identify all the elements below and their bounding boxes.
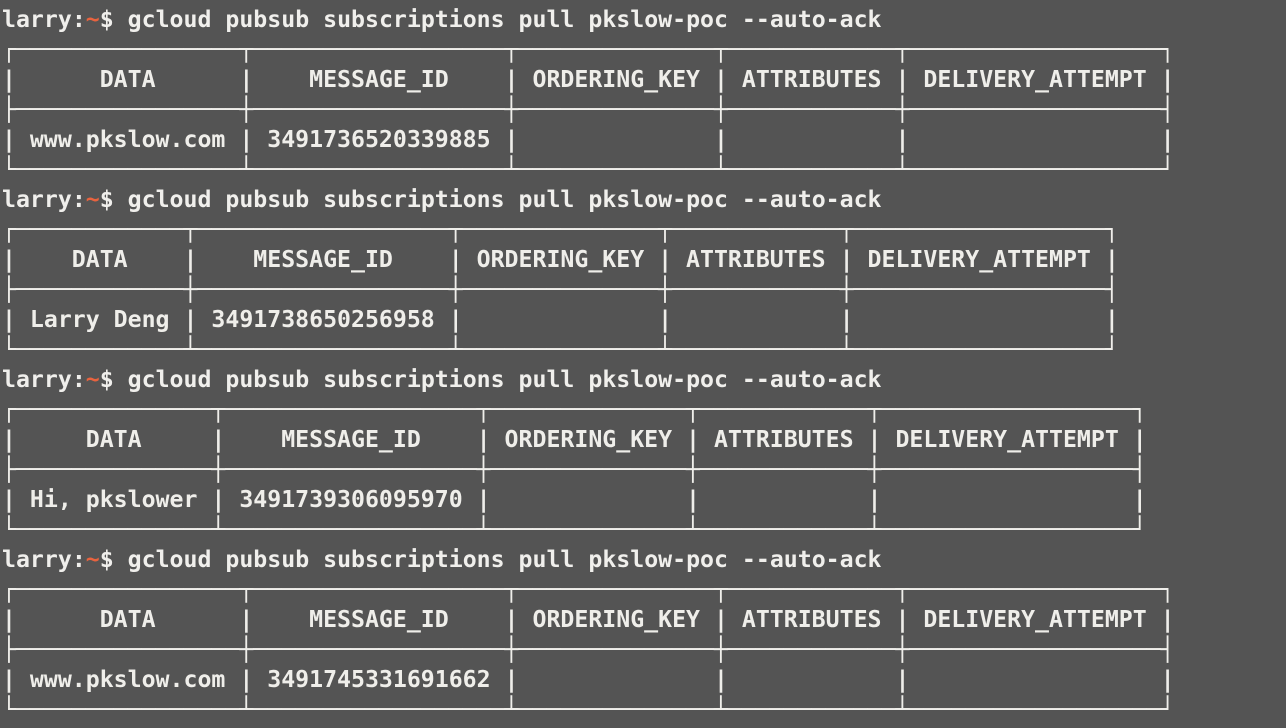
pubsub-table: ┌──────────────┬──────────────────┬─────… — [2, 396, 1147, 543]
prompt-path: ~ — [85, 6, 100, 33]
command-block: larry:~$ gcloud pubsub subscriptions pull… — [2, 185, 1286, 365]
prompt-separator: : — [71, 366, 86, 393]
prompt-separator: : — [71, 546, 86, 573]
prompt-symbol: $ — [99, 546, 114, 573]
prompt-user: larry — [2, 6, 72, 33]
prompt-symbol: $ — [99, 6, 114, 33]
prompt-path: ~ — [85, 546, 100, 573]
prompt: larry:~$ — [2, 6, 114, 33]
command-text: gcloud pubsub subscriptions pull pkslow-… — [127, 186, 882, 213]
prompt-symbol: $ — [99, 366, 114, 393]
pubsub-table: ┌────────────────┬──────────────────┬───… — [2, 576, 1175, 723]
command-block: larry:~$ gcloud pubsub subscriptions pull… — [2, 5, 1286, 185]
command-line: larry:~$ gcloud pubsub subscriptions pull… — [2, 365, 1286, 395]
pubsub-table: ┌────────────┬──────────────────┬───────… — [2, 216, 1119, 363]
prompt-path: ~ — [85, 366, 100, 393]
prompt: larry:~$ — [2, 546, 114, 573]
command-line: larry:~$ gcloud pubsub subscriptions pull… — [2, 545, 1286, 575]
prompt-path: ~ — [85, 186, 100, 213]
command-text: gcloud pubsub subscriptions pull pkslow-… — [127, 6, 882, 33]
prompt: larry:~$ — [2, 186, 114, 213]
prompt-separator: : — [71, 186, 86, 213]
command-text: gcloud pubsub subscriptions pull pkslow-… — [127, 546, 882, 573]
prompt-user: larry — [2, 366, 72, 393]
command-line: larry:~$ gcloud pubsub subscriptions pull… — [2, 185, 1286, 215]
prompt: larry:~$ — [2, 366, 114, 393]
prompt-user: larry — [2, 546, 72, 573]
pubsub-table: ┌────────────────┬──────────────────┬───… — [2, 36, 1175, 183]
prompt-user: larry — [2, 186, 72, 213]
command-text: gcloud pubsub subscriptions pull pkslow-… — [127, 366, 882, 393]
command-line: larry:~$ gcloud pubsub subscriptions pull… — [2, 5, 1286, 35]
command-block: larry:~$ gcloud pubsub subscriptions pull… — [2, 365, 1286, 545]
prompt-separator: : — [71, 6, 86, 33]
command-block: larry:~$ gcloud pubsub subscriptions pull… — [2, 545, 1286, 725]
prompt-symbol: $ — [99, 186, 114, 213]
